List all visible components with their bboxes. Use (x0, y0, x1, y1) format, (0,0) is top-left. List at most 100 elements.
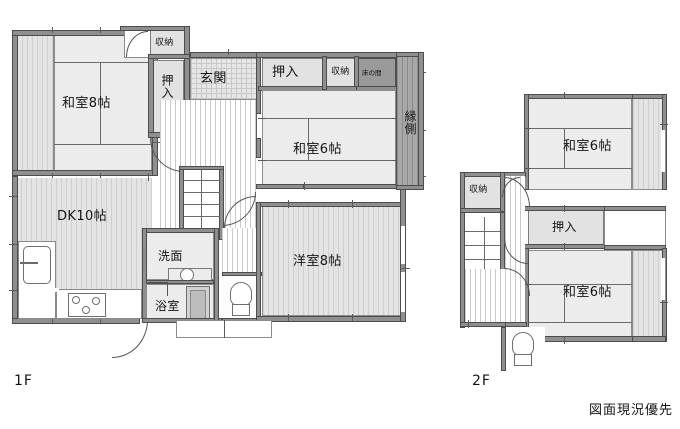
room-label-dk10: DK10帖 (57, 209, 108, 224)
room-label-oshiire-b: 押入 (272, 65, 299, 80)
stair-tread (184, 180, 220, 181)
room-label-genkan: 玄関 (200, 71, 227, 86)
tatami-line (564, 128, 565, 168)
room-label-engawa: 縁側 (403, 110, 417, 135)
room-label-yokushitsu: 浴室 (155, 299, 180, 313)
room-label-oshiire-a: 押入 (160, 74, 174, 99)
wall-f2-void-north (604, 206, 666, 211)
opening-tick (524, 168, 531, 169)
wall-bath-east (214, 228, 219, 323)
tatami-line (100, 62, 101, 144)
stair-tread (184, 192, 220, 193)
room-label-f2-washitsu6-top: 和室6帖 (563, 139, 612, 154)
sill-divider (224, 320, 225, 338)
wall-f2-corridor-south (505, 322, 527, 327)
kitchen-faucet (20, 262, 38, 264)
tatami-line (262, 160, 396, 161)
opening-tick (660, 302, 668, 303)
opening-tick (258, 160, 266, 161)
youshitsu8-floor (262, 206, 402, 316)
wall-hall-east-upper (256, 52, 261, 114)
wall-1f-west-upper (12, 30, 18, 176)
stair-tread (184, 216, 220, 217)
room-label-shuunou-a: 収納 (155, 38, 174, 48)
opening-tick (564, 92, 565, 99)
opening-tick (9, 244, 17, 245)
f2-stair-well (465, 213, 505, 269)
room-label-washitsu6-1f: 和室6帖 (293, 142, 342, 157)
wall-2f-veranda-north (632, 94, 666, 99)
opening-tick (100, 27, 101, 33)
tatami-line (528, 168, 632, 169)
f2-veranda-window-top (661, 130, 665, 172)
opening-tick (288, 200, 289, 208)
wall-washitsu6-south-left (256, 184, 304, 189)
stair-well (183, 168, 221, 238)
floor-label-2f: 2F (472, 373, 491, 389)
wall-f2-stair-south (460, 322, 506, 327)
room-label-f2-washitsu6-bottom: 和室6帖 (563, 285, 612, 300)
opening-tick (564, 205, 565, 212)
opening-tick (100, 315, 101, 323)
wall-2f-washitsu-top-west (524, 94, 529, 190)
stair-direction-line (201, 170, 202, 228)
toilet-corridor-floor (222, 228, 260, 274)
opening-tick (352, 314, 353, 322)
wall-shuunou-south (148, 54, 190, 59)
f2-washitsu6-top-floor (528, 98, 632, 190)
wall-f2-oshiire-south (524, 244, 606, 249)
f2-washitsu6-bottom-floor (528, 250, 632, 338)
opening-tick (660, 124, 668, 125)
opening-tick (564, 243, 565, 250)
youshitsu8-window (401, 272, 405, 312)
wall-hall-east-mid (256, 138, 261, 158)
room-label-f2-oshiire: 押入 (552, 220, 577, 234)
wall-washitsu8-south (12, 170, 158, 176)
stove-burner (72, 296, 80, 304)
washitsu6-floor-1f (262, 90, 396, 188)
wall-shuunou-b-west (322, 56, 327, 90)
opening-tick (52, 315, 53, 323)
opening-tick (228, 49, 229, 55)
wall-shuunou-north (120, 26, 190, 31)
wall-hall-east-thin (256, 114, 257, 140)
wall-f2-west-outer (460, 172, 465, 328)
tatami-line (564, 284, 565, 322)
opening-tick (9, 290, 17, 291)
f2-veranda-window-bottom (661, 258, 665, 300)
wall-f2-void-south (604, 245, 666, 250)
washitsu8-engawa-strip (16, 34, 54, 172)
f2-oshiire-box (528, 210, 604, 246)
tatami-line (528, 322, 632, 323)
opening-tick (148, 173, 149, 181)
toilet-tank (232, 304, 250, 316)
wall-youshitsu8-south (256, 316, 406, 322)
room-label-senmen: 洗面 (158, 249, 183, 263)
opening-tick (9, 196, 17, 197)
tatami-line (528, 128, 632, 129)
floor-label-1f: 1F (14, 373, 33, 389)
tatami-line (308, 118, 309, 160)
wall-2f-veranda-south (632, 336, 666, 342)
room-label-youshitsu8: 洋室8帖 (293, 254, 342, 269)
door-swing-dk-south (112, 320, 148, 358)
kitchen-sink (23, 246, 51, 284)
room-label-washitsu8: 和室8帖 (62, 96, 111, 111)
tatami-line (54, 144, 152, 145)
wall-f2-oshiire-north (524, 206, 606, 211)
wall-senmen-north (142, 228, 218, 233)
wall-genkan-north (190, 52, 262, 58)
stair-tread (465, 231, 505, 232)
wall-engawa-south (396, 185, 424, 190)
opening-tick (258, 118, 266, 119)
stove-burner (82, 306, 90, 314)
opening-tick (52, 173, 53, 179)
tatami-line (528, 284, 632, 285)
stair-tread (465, 245, 505, 246)
opening-tick (352, 200, 353, 208)
youshitsu8-window (401, 226, 405, 264)
room-label-shuunou-b: 収納 (331, 67, 350, 77)
opening-tick (100, 173, 101, 179)
wall-stair-north (179, 166, 224, 170)
stair-tread (465, 259, 505, 260)
